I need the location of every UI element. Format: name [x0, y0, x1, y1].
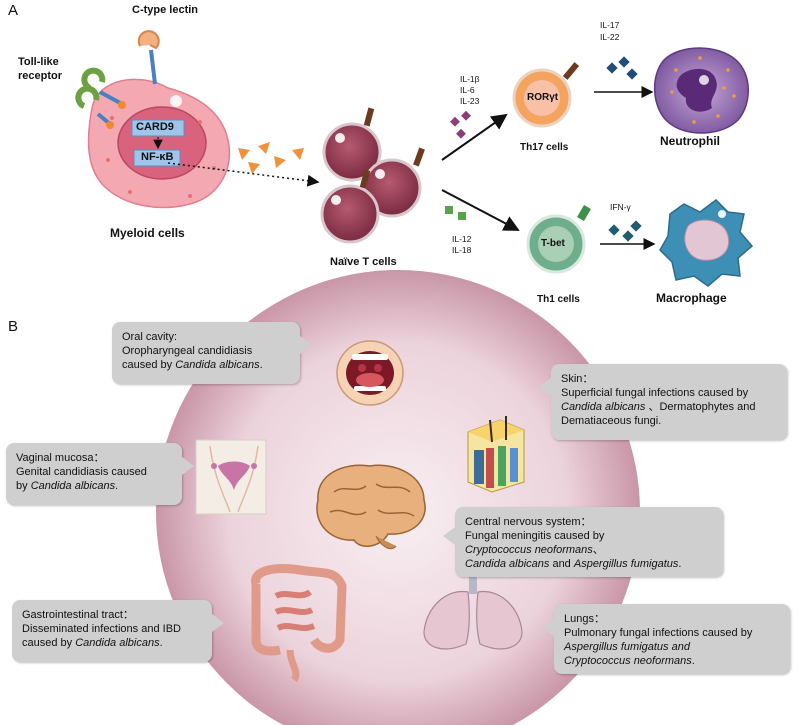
th1-cytokine-list: IL-12 IL-18	[452, 234, 471, 256]
mouth-icon	[336, 340, 404, 406]
lungs-organism-2: Cryptococcus neoformans	[564, 655, 692, 667]
gi-callout: Gastrointestinal tract： Disseminated inf…	[12, 600, 224, 662]
panel-b-letter: B	[8, 318, 19, 335]
oral-organism: Candida albicans	[175, 359, 260, 371]
panel-a-letter: A	[8, 2, 19, 19]
cns-organism-1: Cryptococcus neoformans	[465, 544, 593, 556]
vaginal-title: Vaginal mucosa：	[16, 452, 105, 464]
lungs-title: Lungs：	[564, 613, 605, 625]
cytokine-diamond-icon	[450, 110, 471, 139]
vaginal-callout: Vaginal mucosa： Genital candidiasis caus…	[6, 443, 194, 505]
ifn-label: IFN-γ	[610, 202, 631, 212]
card9-label: CARD9	[136, 121, 174, 133]
nfkb-label: NF-κB	[141, 151, 174, 163]
skin-section-icon	[467, 416, 525, 493]
gi-organism: Candida albicans	[75, 637, 160, 649]
gi-line1: Disseminated infections and IBD	[22, 623, 181, 635]
c-type-lectin-label: C-type lectin	[132, 4, 199, 16]
cns-line1: Fungal meningitis caused by	[465, 530, 605, 542]
lungs-icon	[423, 568, 523, 650]
th17-cytokine-list: IL-1β IL-6 IL-23	[460, 74, 480, 107]
cytokine-il23: IL-23	[460, 96, 480, 106]
gi-callout-pointer	[212, 614, 224, 632]
cytokine-il1b: IL-1β	[460, 74, 480, 84]
lungs-organism-1: Aspergillus fumigatus and	[564, 641, 690, 653]
neutrophil-icon	[653, 47, 749, 134]
skin-line1: Superficial fungal infections caused by	[561, 387, 749, 399]
cytokine-il18: IL-18	[452, 245, 472, 255]
il17-label: IL-17	[600, 20, 620, 30]
oral-line2-pre: caused by	[122, 359, 176, 371]
nfkb-to-tcell-arrow	[167, 162, 320, 187]
skin-callout: Skin： Superficial fungal infections caus…	[539, 364, 787, 440]
vaginal-callout-pointer	[182, 457, 194, 475]
card9-box	[131, 119, 185, 137]
macrophage-icon	[659, 199, 754, 287]
il22-label: IL-22	[600, 32, 620, 42]
macrophage-label: Macrophage	[656, 291, 727, 305]
cns-organism-3: Aspergillus fumigatus	[573, 558, 679, 570]
gi-title: Gastrointestinal tract：	[22, 609, 134, 621]
neutrophil-label: Neutrophil	[660, 134, 720, 148]
cns-callout: Central nervous system： Fungal meningiti…	[443, 507, 723, 577]
skin-callout-pointer	[539, 378, 551, 396]
vaginal-organism: Candida albicans	[30, 480, 116, 492]
oral-title: Oral cavity:	[122, 331, 178, 343]
skin-organism: Candida albicans	[561, 401, 646, 413]
th1-cell-icon	[526, 204, 591, 274]
to-th1-arrow	[441, 189, 520, 231]
oral-callout-pointer	[300, 336, 312, 354]
c-type-lectin-icon	[137, 30, 160, 85]
oral-line1: Oropharyngeal candidiasis	[122, 345, 253, 357]
cytokine-il12: IL-12	[452, 234, 472, 244]
lungs-callout: Lungs： Pulmonary fungal infections cause…	[542, 604, 790, 674]
brain-icon	[316, 464, 426, 550]
toll-like-label-line2: receptor	[18, 70, 63, 82]
skin-title: Skin：	[561, 373, 594, 385]
oral-cavity-callout: Oral cavity: Oropharyngeal candidiasis c…	[112, 322, 312, 384]
th17-label: Th17 cells	[520, 142, 569, 153]
cns-organism-2: Candida albicans	[465, 558, 550, 570]
th1-label: Th1 cells	[537, 294, 580, 305]
nfkb-box	[133, 149, 181, 167]
uterus-icon	[195, 439, 267, 515]
th17-cell-icon	[512, 62, 580, 128]
naive-t-label: Naïve T cells	[330, 256, 397, 268]
intestine-icon	[251, 564, 347, 683]
fungal-antigen-triangle-icon	[238, 142, 304, 174]
naive-t-cells-icon	[320, 107, 425, 244]
lungs-callout-pointer	[542, 618, 554, 636]
to-th17-arrow	[441, 113, 508, 161]
cns-callout-pointer	[443, 527, 455, 545]
toll-like-receptor-icon	[75, 67, 126, 129]
cns-title: Central nervous system：	[465, 516, 592, 528]
cytokine-il6: IL-6	[460, 85, 475, 95]
toll-like-label-line1: Toll-like	[18, 56, 59, 68]
roryt-label: RORγt	[527, 92, 559, 103]
tbet-label: T-bet	[541, 238, 565, 249]
lungs-line1: Pulmonary fungal infections caused by	[564, 627, 753, 639]
myeloid-label: Myeloid cells	[110, 226, 185, 240]
skin-line3: Dematiaceous fungi.	[561, 415, 662, 427]
vaginal-line1: Genital candidiasis caused	[16, 466, 147, 478]
